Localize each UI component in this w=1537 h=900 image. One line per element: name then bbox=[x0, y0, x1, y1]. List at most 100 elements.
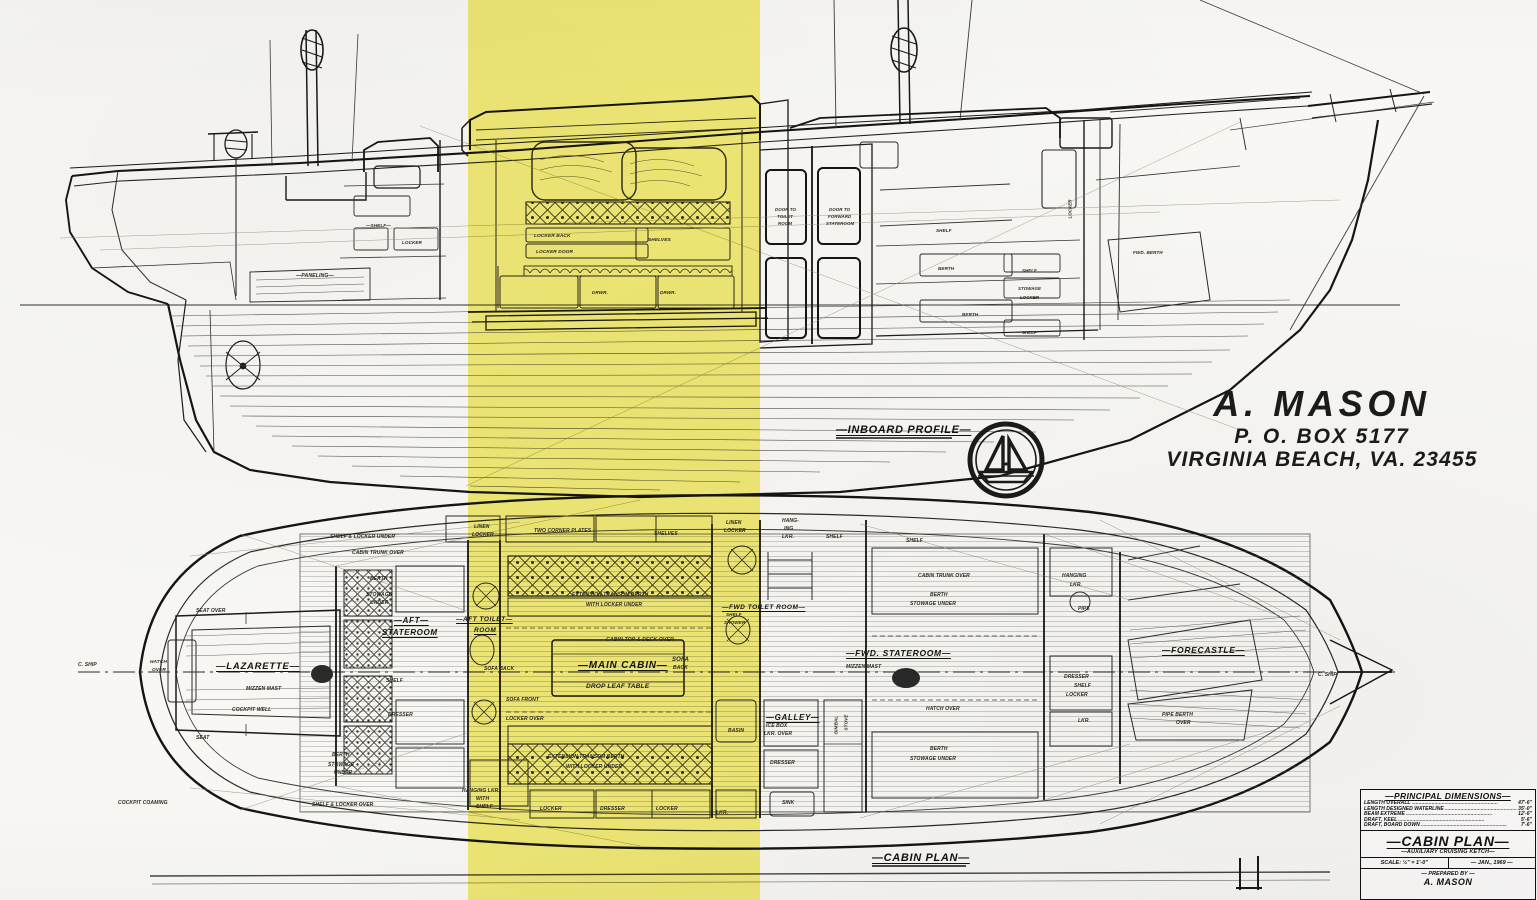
annotation-label: TWO CORNER PLATES bbox=[534, 528, 592, 534]
annotation-label: SHELF bbox=[386, 678, 403, 684]
annotation-label: C. SHIP bbox=[78, 662, 97, 668]
annotation-label: HANGING bbox=[1062, 573, 1087, 579]
annotation-label: BERTH bbox=[332, 752, 350, 758]
annotation-label: LOCKER bbox=[540, 806, 562, 812]
annotation-label: SEAT OVER bbox=[196, 608, 226, 614]
annotation-label: UNDER bbox=[370, 600, 389, 606]
annotation-label: SHOWER bbox=[724, 620, 746, 625]
prepared-by-label: — PREPARED BY — bbox=[1361, 867, 1535, 877]
annotation-label: SHELF bbox=[826, 534, 843, 540]
dimension-row: BEAM EXTREME............................… bbox=[1361, 812, 1535, 818]
annotation-label: SHELF bbox=[726, 612, 742, 617]
annotation-label: LOCKER BACK bbox=[534, 234, 571, 239]
inboard-profile-label: —INBOARD PROFILE— bbox=[836, 424, 972, 436]
annotation-label: DROP LEAF TABLE bbox=[586, 683, 650, 690]
annotation-label: LINEN bbox=[474, 524, 490, 530]
annotation-label: CABIN TRUNK OVER bbox=[918, 573, 970, 579]
annotation-label: STOWAGE UNDER bbox=[910, 756, 956, 762]
annotation-label: HATCH bbox=[150, 660, 167, 665]
dimension-leader: ........................................… bbox=[1444, 806, 1517, 812]
principal-dimensions-heading: —PRINCIPAL DIMENSIONS— bbox=[1385, 791, 1511, 801]
annotation-label: SHELVES bbox=[654, 531, 678, 537]
annotation-label: EXTENSION TRANSOM BERTH bbox=[572, 592, 649, 598]
dimension-label: LENGTH OVERALL bbox=[1364, 800, 1411, 806]
annotation-label: C. SHIP bbox=[1318, 672, 1337, 678]
annotation-label: —MAIN CABIN— bbox=[578, 660, 668, 671]
annotation-label: SHELVES bbox=[648, 238, 671, 243]
title-block-title: —CABIN PLAN— bbox=[1386, 832, 1510, 849]
cabin-plan-label: —CABIN PLAN— bbox=[872, 852, 970, 864]
annotation-label: ROOM bbox=[474, 627, 497, 634]
annotation-label: SINK bbox=[782, 800, 795, 806]
annotation-label: LOCKER bbox=[724, 528, 746, 534]
annotation-label: HATCH OVER bbox=[926, 706, 960, 712]
annotation-label: STOVE bbox=[843, 714, 849, 731]
designer-city-state-zip: VIRGINIA BEACH, VA. 23455 bbox=[1166, 448, 1478, 471]
dimension-row: LENGTH OVERALL..........................… bbox=[1361, 800, 1535, 807]
annotation-label: —FWD. STATEROOM— bbox=[846, 648, 951, 658]
annotation-label: DRESSER bbox=[770, 760, 795, 766]
annotation-label: —AFT TOILET— bbox=[456, 616, 513, 623]
annotation-label: —GALLEY— bbox=[766, 713, 820, 722]
annotation-label: SOFA FRONT bbox=[506, 697, 540, 703]
annotation-label: BERTH bbox=[962, 312, 979, 317]
annotation-label: MIZZEN MAST bbox=[846, 664, 882, 670]
annotation-label: DRESSER bbox=[388, 712, 413, 718]
title-block: —PRINCIPAL DIMENSIONS— LENGTH OVERALL...… bbox=[1360, 789, 1536, 900]
annotation-label: —PANELING— bbox=[296, 273, 334, 279]
annotation-label: DOOR TO bbox=[829, 207, 851, 212]
annotation-label: HANGING LKR. bbox=[462, 788, 500, 794]
annotation-label: LOCKER bbox=[656, 806, 678, 812]
annotation-label: UNDER bbox=[334, 770, 353, 776]
sailboat-roundel-logo bbox=[967, 421, 1045, 499]
annotation-label: LOCKER DOOR bbox=[536, 250, 574, 255]
annotation-label: SHELF & LOCKER OVER bbox=[312, 802, 374, 808]
annotation-label: LINEN bbox=[726, 520, 742, 526]
annotation-label: BASIN bbox=[728, 728, 745, 734]
annotation-label: —AFT— bbox=[394, 616, 429, 625]
annotation-label: DRWR. bbox=[592, 290, 608, 295]
dimension-label: LENGTH DESIGNED WATERLINE bbox=[1364, 805, 1444, 812]
annotation-label: SHELF bbox=[476, 804, 493, 810]
annotation-label: TOILET bbox=[777, 214, 794, 219]
designer-po-box: P. O. BOX 5177 bbox=[1234, 425, 1410, 448]
annotation-label: SHELF & LOCKER UNDER bbox=[330, 534, 396, 540]
annotation-label: EXTENSION TRANSOM BERTH bbox=[548, 754, 625, 760]
dimension-leader: ........................................… bbox=[1398, 817, 1485, 823]
annotation-label: DOOR TO bbox=[775, 207, 797, 212]
annotation-label: LKR. bbox=[1078, 718, 1091, 724]
dimension-leader: ........................................… bbox=[1405, 812, 1493, 818]
dimension-label: DRAFT, BOARD DOWN bbox=[1364, 822, 1420, 829]
annotation-label: SEAT bbox=[196, 735, 210, 741]
annotation-label: FORWARD bbox=[828, 214, 852, 219]
dimension-leader: ........................................… bbox=[1420, 823, 1508, 829]
annotation-label: SHELF bbox=[1074, 683, 1091, 689]
annotation-label: PIPE bbox=[1078, 606, 1090, 612]
annotation-label: ING bbox=[784, 526, 794, 532]
annotation-label: HANG- bbox=[782, 518, 799, 524]
annotation-label: STOWAGE bbox=[366, 592, 393, 598]
annotation-label: LOCKER bbox=[472, 532, 494, 538]
annotation-label: LOCKER bbox=[1066, 692, 1088, 698]
annotation-label: LOCKER bbox=[402, 240, 422, 245]
annotation-label: PIPE BERTH bbox=[1162, 712, 1193, 718]
designer-name: A. MASON bbox=[1213, 383, 1431, 424]
annotation-label: LKR. bbox=[1070, 582, 1083, 588]
annotation-label: STOWAGE bbox=[328, 762, 355, 768]
dimension-row: DRAFT, KEEL.............................… bbox=[1361, 817, 1535, 824]
annotation-label: SHELF bbox=[906, 538, 923, 544]
annotation-label: OVER bbox=[152, 668, 166, 673]
annotation-label: ICE BOX bbox=[766, 723, 788, 729]
annotation-label: COCKPIT WELL bbox=[232, 707, 272, 713]
annotation-label: CABIN TRUNK OVER bbox=[352, 550, 404, 556]
annotation-label: BERTH bbox=[930, 746, 948, 752]
annotation-label: WITH LOCKER UNDER bbox=[566, 764, 623, 770]
annotation-label: —LAZARETTE— bbox=[216, 661, 300, 672]
annotation-label: LKR. OVER bbox=[764, 731, 793, 737]
annotation-label: SOFA bbox=[672, 657, 690, 663]
annotation-label: LOCKER bbox=[1020, 295, 1040, 300]
title-block-subtitle: —AUXILIARY CRUISING KETCH— bbox=[1401, 848, 1495, 855]
dimension-value: 12'-6" bbox=[1518, 811, 1532, 818]
annotation-label: GIMBAL bbox=[833, 715, 839, 735]
